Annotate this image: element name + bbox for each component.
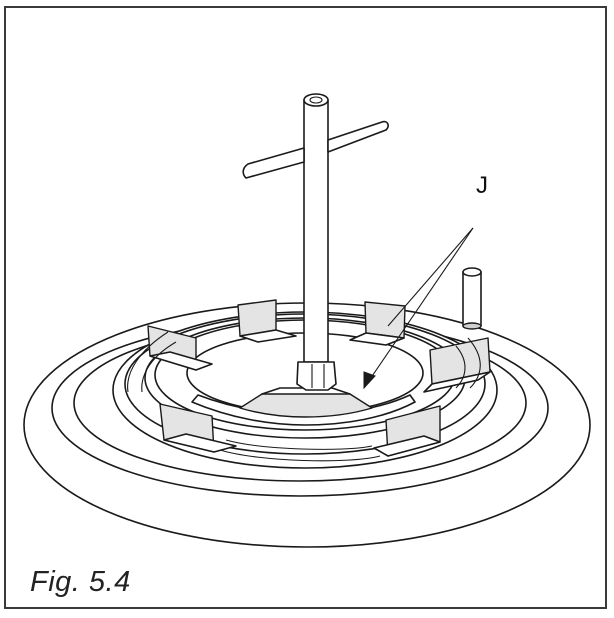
burner-crown xyxy=(191,387,416,426)
callout-label-j: J xyxy=(476,172,488,199)
callout-leader xyxy=(363,227,474,390)
ignition-electrode xyxy=(462,267,482,330)
figure-caption: Fig. 5.4 xyxy=(30,566,131,598)
ring-slot-arcs xyxy=(127,331,481,462)
spanner-tool xyxy=(242,93,389,391)
pan-support-lugs xyxy=(147,299,491,457)
